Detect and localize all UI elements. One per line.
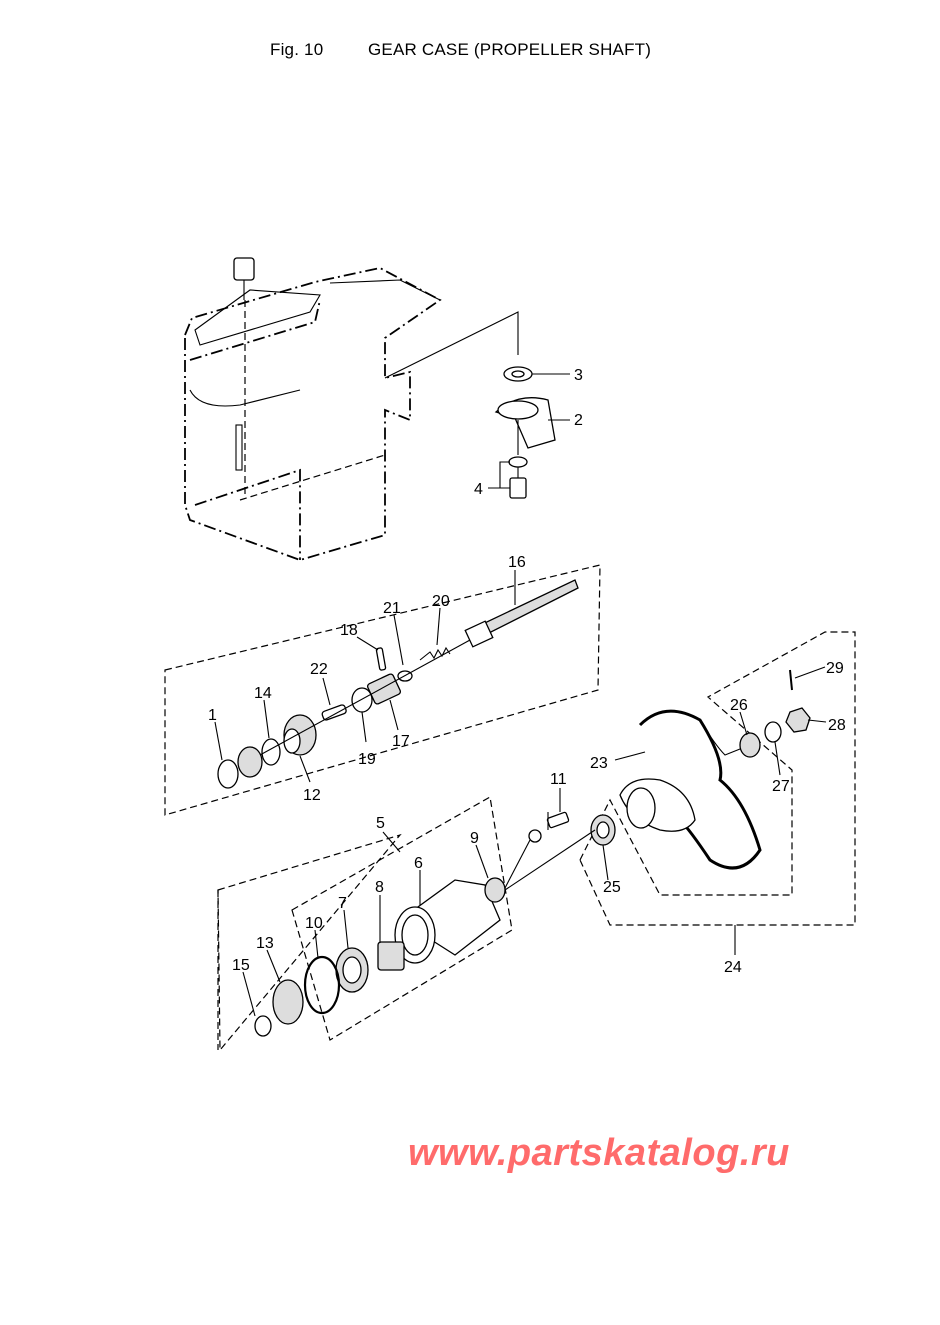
callout-26: 26	[730, 697, 748, 714]
callout-25: 25	[603, 879, 621, 896]
callout-1: 1	[208, 707, 217, 724]
callout-14: 14	[254, 685, 272, 702]
propeller-shaft-parts	[217, 579, 579, 789]
callout-15: 15	[232, 957, 250, 974]
callout-24: 24	[724, 959, 742, 976]
callout-22: 22	[310, 661, 328, 678]
callout-5: 5	[376, 815, 385, 832]
callout-21: 21	[383, 600, 401, 617]
watermark: www.partskatalog.ru	[408, 1132, 790, 1174]
lower-assembly-parts	[254, 811, 570, 1037]
callout-8: 8	[375, 879, 384, 896]
housing-panel-outline	[291, 796, 513, 1041]
callout-27: 27	[772, 778, 790, 795]
gear-case-housing	[184, 267, 442, 561]
callout-29: 29	[826, 660, 844, 677]
callout-numbers: 1 2 3 4 5 6 7 8 9 10 11 12 13 14 15 16 1…	[208, 367, 846, 976]
fig-title: GEAR CASE (PROPELLER SHAFT)	[368, 40, 652, 59]
callout-20: 20	[432, 593, 450, 610]
callout-7: 7	[338, 895, 347, 912]
callout-19: 19	[358, 751, 376, 768]
callout-28: 28	[828, 717, 846, 734]
callout-2: 2	[574, 412, 583, 429]
callout-16: 16	[508, 554, 526, 571]
callout-10: 10	[305, 915, 323, 932]
callout-17: 17	[392, 733, 410, 750]
callout-4: 4	[474, 481, 483, 498]
lower-panel-outline	[217, 833, 402, 1052]
leader-lines	[214, 373, 827, 1017]
callout-9: 9	[470, 830, 479, 847]
propeller-parts	[504, 669, 811, 891]
callout-18: 18	[340, 622, 358, 639]
callout-11: 11	[550, 771, 567, 788]
callout-3: 3	[574, 367, 583, 384]
callout-12: 12	[303, 787, 321, 804]
callout-23: 23	[590, 755, 608, 772]
propeller-panel-outline	[579, 631, 856, 926]
callout-6: 6	[414, 855, 423, 872]
top-bushing	[233, 257, 255, 300]
anode-assembly	[494, 366, 556, 499]
shaft-panel-outline	[164, 564, 601, 816]
fig-number: Fig. 10	[270, 40, 324, 59]
callout-13: 13	[256, 935, 274, 952]
